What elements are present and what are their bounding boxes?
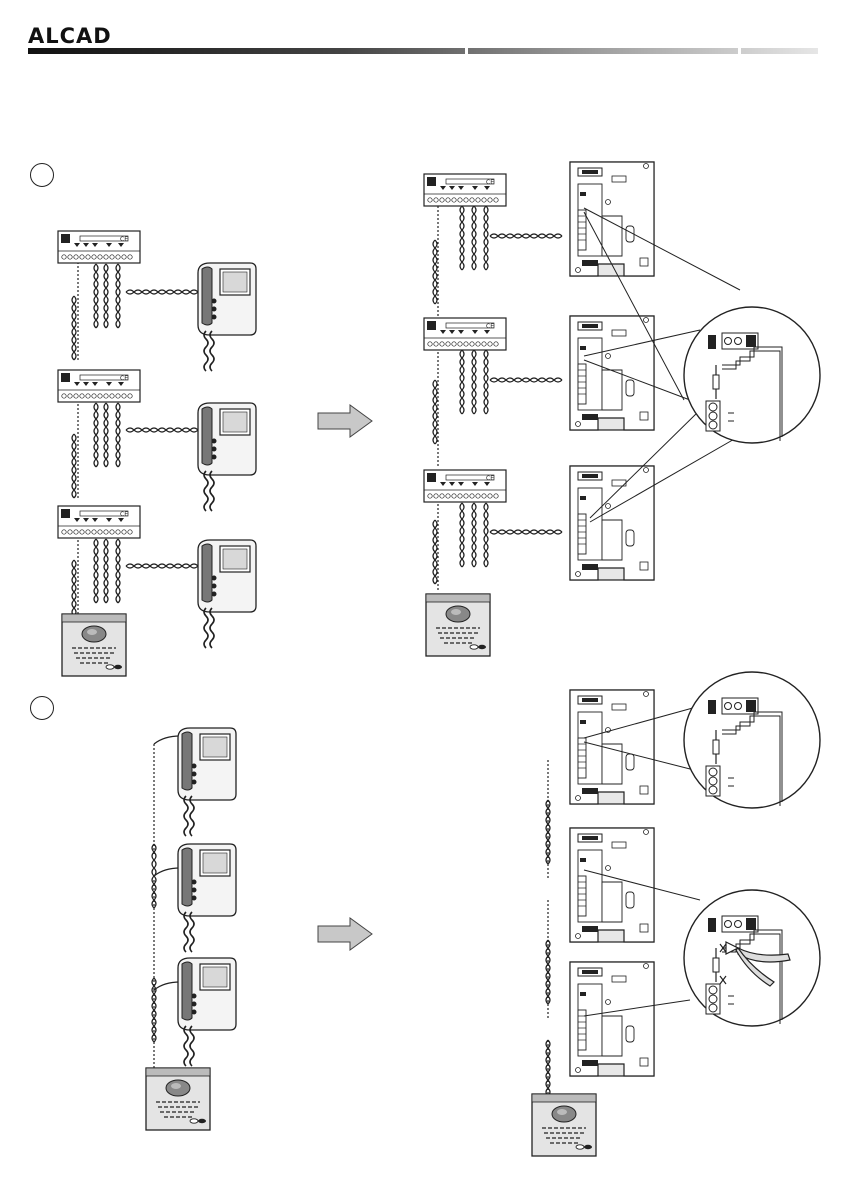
magnifier-detail-icon <box>684 307 820 443</box>
monitor-open-1c <box>570 466 654 580</box>
handset-2a <box>178 728 236 836</box>
section-2-after <box>532 672 820 1156</box>
monitor-open-2a <box>570 690 654 804</box>
right-arrow-icon <box>318 405 372 437</box>
section-1-before <box>58 231 256 676</box>
handset-2b <box>178 844 236 952</box>
section-1-after <box>424 162 820 656</box>
handset-1b <box>198 403 256 511</box>
magnifier-detail-icon-2a <box>684 672 820 808</box>
handset-1a <box>198 263 256 371</box>
distributor-1b <box>58 370 140 402</box>
handset-2c <box>178 958 236 1066</box>
door-panel-2-before <box>146 1068 210 1130</box>
handset-1c <box>198 540 256 648</box>
door-panel-2-after <box>532 1094 596 1156</box>
monitor-open-1a <box>570 162 654 276</box>
monitor-open-2c <box>570 962 654 1076</box>
door-panel-1-after <box>426 594 490 656</box>
distributor-1c <box>58 506 140 538</box>
monitor-open-1b <box>570 316 654 430</box>
section-2-before <box>146 728 236 1130</box>
distributor-1a <box>58 231 140 263</box>
right-arrow-icon-2 <box>318 918 372 950</box>
door-panel-1-before <box>62 614 126 676</box>
